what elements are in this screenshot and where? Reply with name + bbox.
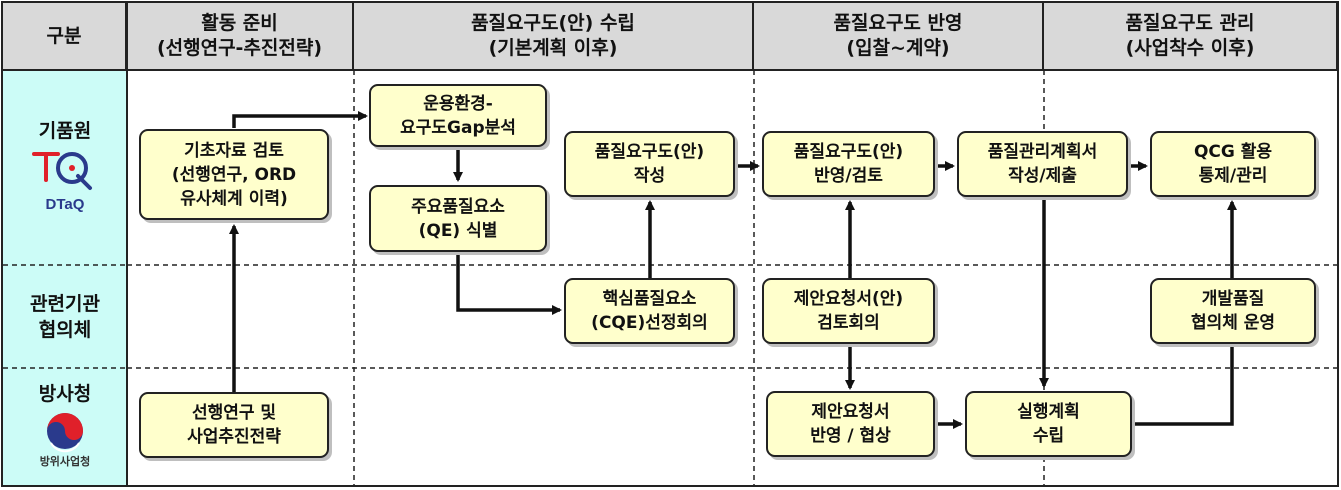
dapa-logo: 방위사업청 (40, 413, 91, 468)
lane-council: 관련기관 협의체 (3, 265, 127, 368)
box-qr-draft-line1: 품질요구도(안) (594, 142, 705, 162)
box-rfp-review-line2: 검토회의 (817, 313, 880, 333)
header-col-manage-line2: (사업착수 이후) (1125, 37, 1255, 59)
box-rfp-review-line1: 제안요청서(안) (793, 289, 904, 309)
box-exec-plan-line1: 실행계획 (1017, 402, 1080, 422)
lane-dapa: 방사청 방위사업청 (3, 368, 127, 486)
box-env-gap-line2: 요구도Gap분석 (400, 117, 516, 138)
box-basic-review-line1: 기초자료 검토 (184, 140, 284, 161)
box-dev-council: 개발품질 협의체 운영 (1150, 278, 1316, 344)
box-basic-review-line2: (선행연구, ORD (171, 164, 297, 185)
header-col-prep: 활동 준비 (선행연구-추진전략) (127, 3, 354, 69)
box-exec-plan: 실행계획 수립 (965, 391, 1132, 457)
box-qr-draft: 품질요구도(안) 작성 (564, 131, 735, 197)
box-qcg-use: QCG 활용 통제/관리 (1150, 131, 1316, 197)
box-basic-review: 기초자료 검토 (선행연구, ORD 유사체계 이력) (139, 129, 329, 220)
lane-council-line2: 협의체 (38, 318, 92, 341)
box-env-gap: 운용환경- 요구도Gap분석 (369, 84, 547, 147)
header-col-establish: 품질요구도(안) 수립 (기본계획 이후) (354, 3, 754, 69)
arrow-basic-to-envgap (232, 111, 368, 128)
box-qr-draft-line2: 작성 (633, 166, 666, 186)
box-prior-study-line1: 선행연구 및 (191, 403, 277, 423)
box-qr-reflect-line2: 반영/검토 (814, 166, 883, 186)
box-basic-review-line3: 유사체계 이력) (180, 188, 288, 209)
box-cqe-meeting-line2: (CQE)선정회의 (591, 313, 708, 333)
box-rfp-reflect-line1: 제안요청서 (811, 402, 890, 422)
dtaq-logo-text: DTaQ (46, 196, 85, 213)
lane-dtaq: 기품원 DTaQ (3, 71, 127, 265)
lane-council-line1: 관련기관 (30, 292, 100, 315)
box-qe-identify-line1: 주요품질요소 (411, 196, 505, 217)
header-col-manage-line1: 품질요구도 관리 (1125, 12, 1255, 34)
header-col-reflect: 품질요구도 반영 (입찰~계약) (754, 3, 1044, 69)
box-dev-council-line2: 협의체 운영 (1190, 313, 1276, 333)
box-rfp-review: 제안요청서(안) 검토회의 (762, 278, 935, 344)
header-col-manage: 품질요구도 관리 (사업착수 이후) (1044, 3, 1338, 69)
header-col-establish-line2: (기본계획 이후) (488, 37, 618, 59)
header-col-prep-line1: 활동 준비 (201, 12, 278, 34)
box-qmp-submit-line2: 작성/제출 (1008, 166, 1077, 186)
box-rfp-reflect-line2: 반영 / 협상 (810, 426, 891, 446)
box-exec-plan-line2: 수립 (1032, 426, 1065, 446)
box-qmp-submit-line1: 품질관리계획서 (987, 142, 1098, 162)
tq-icon (32, 152, 92, 190)
box-dev-council-line1: 개발품질 (1201, 289, 1265, 309)
box-qe-identify: 주요품질요소 (QE) 식별 (369, 185, 547, 252)
header-col-reflect-line1: 품질요구도 반영 (833, 12, 963, 34)
box-qe-identify-line2: (QE) 식별 (418, 220, 498, 241)
box-cqe-meeting: 핵심품질요소 (CQE)선정회의 (564, 278, 735, 344)
box-qcg-use-line2: 통제/관리 (1198, 166, 1268, 186)
dtaq-logo: DTaQ (32, 152, 92, 213)
box-qmp-submit: 품질관리계획서 작성/제출 (957, 131, 1128, 197)
dapa-logo-text: 방위사업청 (40, 454, 91, 468)
box-qr-reflect-line1: 품질요구도(안) (793, 142, 904, 162)
box-prior-study: 선행연구 및 사업추진전략 (139, 392, 329, 458)
box-env-gap-line1: 운용환경- (423, 93, 493, 114)
box-cqe-meeting-line1: 핵심품질요소 (602, 289, 697, 309)
box-qr-reflect: 품질요구도(안) 반영/검토 (762, 131, 935, 197)
arrow-qe-to-cqe (456, 252, 562, 315)
header-col-prep-line2: (선행연구-추진전략) (156, 37, 323, 59)
header-col-reflect-line2: (입찰~계약) (846, 37, 950, 59)
header-col-establish-line1: 품질요구도(안) 수립 (471, 12, 635, 34)
box-rfp-reflect: 제안요청서 반영 / 협상 (766, 391, 935, 457)
lane-dapa-label: 방사청 (38, 383, 92, 405)
box-qcg-use-line1: QCG 활용 (1193, 142, 1273, 162)
box-prior-study-line2: 사업추진전략 (187, 427, 281, 447)
lane-dtaq-label: 기품원 (38, 120, 92, 142)
header-category-label: 구분 (46, 24, 82, 47)
taegeuk-icon (47, 413, 83, 453)
header-category: 구분 (3, 3, 127, 69)
